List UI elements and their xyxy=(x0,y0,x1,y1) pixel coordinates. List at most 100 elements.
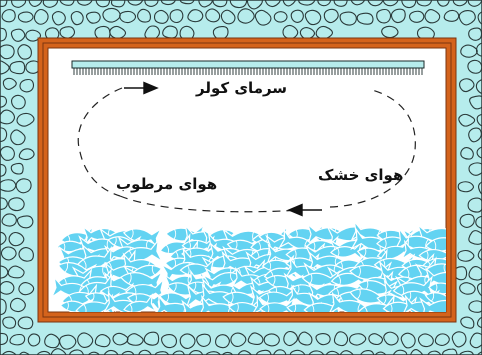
stone xyxy=(460,316,475,329)
stone xyxy=(205,8,221,23)
stone xyxy=(246,0,263,10)
stone xyxy=(282,0,297,7)
stone xyxy=(390,8,406,24)
stone xyxy=(442,348,458,355)
stone xyxy=(18,351,31,355)
stone xyxy=(237,8,255,24)
stone xyxy=(187,9,204,23)
stone xyxy=(400,332,416,349)
stone xyxy=(468,266,482,281)
stone xyxy=(220,9,236,25)
stone xyxy=(10,28,26,42)
stone xyxy=(298,0,316,6)
stone xyxy=(18,148,35,161)
stone xyxy=(1,350,17,355)
stone xyxy=(144,0,159,7)
stone xyxy=(179,25,195,41)
stone xyxy=(469,332,482,349)
stone xyxy=(476,316,482,329)
stone xyxy=(17,316,34,330)
stone xyxy=(451,331,467,348)
stone xyxy=(417,333,434,348)
stone xyxy=(443,9,460,22)
stone xyxy=(112,332,129,346)
stone xyxy=(50,348,67,355)
stone xyxy=(376,8,392,24)
stone xyxy=(70,10,84,26)
stone xyxy=(9,60,26,75)
stone xyxy=(169,9,184,24)
stone xyxy=(475,215,482,229)
stone xyxy=(121,350,135,355)
stone xyxy=(179,0,195,5)
stone xyxy=(457,181,474,193)
stone xyxy=(221,351,234,355)
stone xyxy=(475,79,482,94)
stone xyxy=(59,26,76,39)
stone xyxy=(17,11,34,23)
stone xyxy=(0,246,17,261)
stone xyxy=(212,0,228,8)
stone xyxy=(10,129,26,146)
stone xyxy=(205,351,221,355)
stone xyxy=(0,179,17,192)
stone xyxy=(153,9,169,24)
stone xyxy=(434,333,450,346)
stone xyxy=(315,25,334,40)
stone xyxy=(264,0,281,8)
stone xyxy=(94,334,111,348)
stone xyxy=(162,25,178,39)
stone xyxy=(424,8,441,24)
stone xyxy=(10,94,26,110)
stone xyxy=(215,334,230,349)
stone xyxy=(469,95,482,110)
stone xyxy=(27,333,41,347)
stone xyxy=(33,8,49,25)
fish xyxy=(419,297,446,312)
stone xyxy=(144,25,160,41)
stone xyxy=(459,213,475,228)
stone xyxy=(273,349,287,355)
stone xyxy=(317,0,332,7)
stone xyxy=(198,0,213,8)
stone xyxy=(0,146,15,161)
stone xyxy=(0,280,15,295)
stone xyxy=(0,163,7,177)
stone xyxy=(18,282,35,296)
stone xyxy=(17,44,32,60)
stone xyxy=(459,282,476,295)
stone xyxy=(468,162,482,176)
arrowheads xyxy=(124,81,322,217)
stone xyxy=(138,349,152,355)
stone xyxy=(44,27,60,41)
stone xyxy=(0,298,7,316)
humid-air-label: هوای مرطوب xyxy=(116,175,218,193)
stone xyxy=(0,332,9,346)
fish xyxy=(228,300,268,312)
stone xyxy=(160,0,176,6)
stone xyxy=(467,0,482,7)
stone xyxy=(87,351,100,355)
stone xyxy=(459,350,475,355)
stone xyxy=(452,0,468,7)
stone xyxy=(392,349,408,355)
stone xyxy=(436,0,450,7)
stone xyxy=(333,0,348,7)
stone xyxy=(383,331,399,346)
stone xyxy=(69,349,85,355)
stone xyxy=(304,9,322,26)
stone xyxy=(367,0,384,7)
stone xyxy=(1,9,16,23)
fish xyxy=(327,291,369,312)
stone xyxy=(476,113,482,127)
stone xyxy=(290,9,304,23)
stone xyxy=(161,334,178,349)
stone xyxy=(459,78,475,93)
stone xyxy=(282,24,299,40)
stone xyxy=(401,0,417,9)
stone xyxy=(172,350,185,355)
stone xyxy=(409,348,424,355)
stone xyxy=(255,349,272,355)
stone xyxy=(28,0,43,8)
